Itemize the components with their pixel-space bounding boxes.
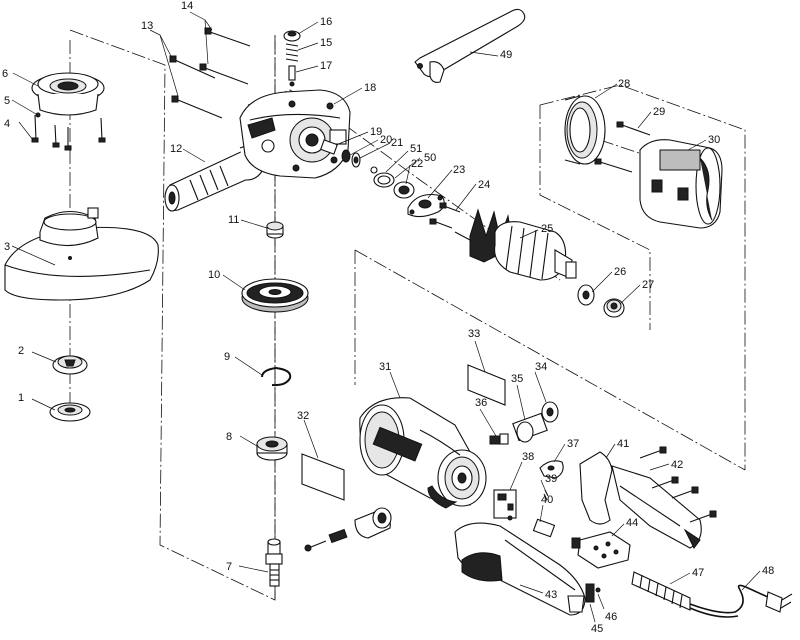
- switch-body-part: [571, 531, 631, 603]
- part-number-label: 24: [478, 179, 490, 191]
- part-number-label: 36: [475, 397, 487, 409]
- power-cable-part: [689, 584, 793, 618]
- lock-nut-part: [49, 402, 91, 422]
- part-number-label: 5: [4, 95, 10, 107]
- part-number-label: 29: [653, 106, 665, 118]
- part-number-label: 21: [391, 137, 403, 149]
- rear-cover-part: [579, 451, 702, 549]
- part-number-label: 3: [4, 241, 10, 253]
- motor-housing-part: [359, 397, 487, 509]
- spindle-lock-part: [283, 30, 301, 87]
- part-number-label: 34: [535, 361, 547, 373]
- part-number-label: 49: [500, 49, 512, 61]
- inner-flange-part: [52, 355, 88, 375]
- spanner-wrench-part: [414, 8, 526, 83]
- brush-holder-parts: [489, 401, 559, 445]
- part-number-label: 33: [468, 328, 480, 340]
- part-number-label: 26: [614, 266, 626, 278]
- bearing-flange-part: [31, 72, 105, 116]
- stator-screws: [594, 121, 651, 173]
- part-number-label: 43: [545, 589, 557, 601]
- part-number-label: 31: [379, 361, 391, 373]
- rating-label-part: [467, 364, 506, 406]
- part-number-label: 7: [226, 561, 232, 573]
- part-number-label: 39: [545, 473, 557, 485]
- part-number-label: 22: [411, 158, 423, 170]
- part-number-label: 25: [541, 223, 553, 235]
- spindle-bearing-part: [256, 436, 288, 461]
- housing-screws: [169, 27, 251, 119]
- connector-part: [532, 518, 556, 538]
- rear-bearings-parts: [577, 284, 625, 318]
- part-number-label: 37: [567, 438, 579, 450]
- gear-housing-part: [239, 89, 351, 179]
- part-number-label: 30: [708, 134, 720, 146]
- part-number-label: 16: [320, 16, 332, 28]
- stator-part: [639, 139, 723, 229]
- wheel-guard-part: [4, 207, 159, 301]
- cable-sleeve-part: [631, 571, 691, 611]
- part-number-label: 41: [617, 438, 629, 450]
- part-number-label: 12: [170, 143, 182, 155]
- armature-part: [454, 208, 577, 281]
- switch-parts: [493, 460, 564, 521]
- part-number-label: 51: [410, 143, 422, 155]
- part-number-label: 28: [618, 78, 630, 90]
- circlip-part: [261, 366, 292, 387]
- part-number-label: 15: [320, 37, 332, 49]
- main-handle-part: [454, 522, 586, 616]
- part-number-label: 6: [2, 68, 8, 80]
- brush-cap-parts: [304, 507, 392, 552]
- fan-baffle-part: [564, 95, 606, 165]
- leader-lines: [11, 11, 761, 623]
- part-number-label: 13: [141, 20, 153, 32]
- part-number-label: 40: [541, 494, 553, 506]
- bearing-stack-parts: [320, 139, 461, 229]
- part-number-label: 44: [626, 517, 638, 529]
- handle-screws: [639, 446, 717, 523]
- part-number-label: 20: [380, 134, 392, 146]
- part-number-label: 17: [320, 60, 332, 72]
- spindle-part: [265, 538, 283, 587]
- part-number-label: 10: [208, 269, 220, 281]
- part-number-label: 18: [364, 82, 376, 94]
- part-number-label: 32: [297, 410, 309, 422]
- flange-screws: [31, 112, 106, 151]
- part-number-label: 45: [591, 623, 603, 635]
- part-number-label: 47: [692, 567, 704, 579]
- part-number-label: 4: [4, 118, 10, 130]
- part-number-label: 35: [511, 373, 523, 385]
- part-number-label: 38: [522, 451, 534, 463]
- part-number-label: 50: [424, 152, 436, 164]
- part-number-label: 48: [762, 565, 774, 577]
- bevel-gear-part: [241, 278, 309, 313]
- part-number-label: 19: [370, 126, 382, 138]
- part-number-label: 27: [642, 279, 654, 291]
- part-number-label: 2: [18, 345, 24, 357]
- part-number-label: 1: [18, 392, 24, 404]
- part-number-label: 23: [453, 164, 465, 176]
- part-number-label: 8: [226, 431, 232, 443]
- warning-label-part: [301, 453, 345, 501]
- part-number-label: 42: [671, 459, 683, 471]
- part-number-label: 9: [224, 351, 230, 363]
- part-number-label: 14: [181, 0, 193, 12]
- needle-bearing-part: [266, 221, 284, 239]
- part-number-label: 11: [228, 214, 239, 226]
- part-number-label: 46: [605, 611, 617, 623]
